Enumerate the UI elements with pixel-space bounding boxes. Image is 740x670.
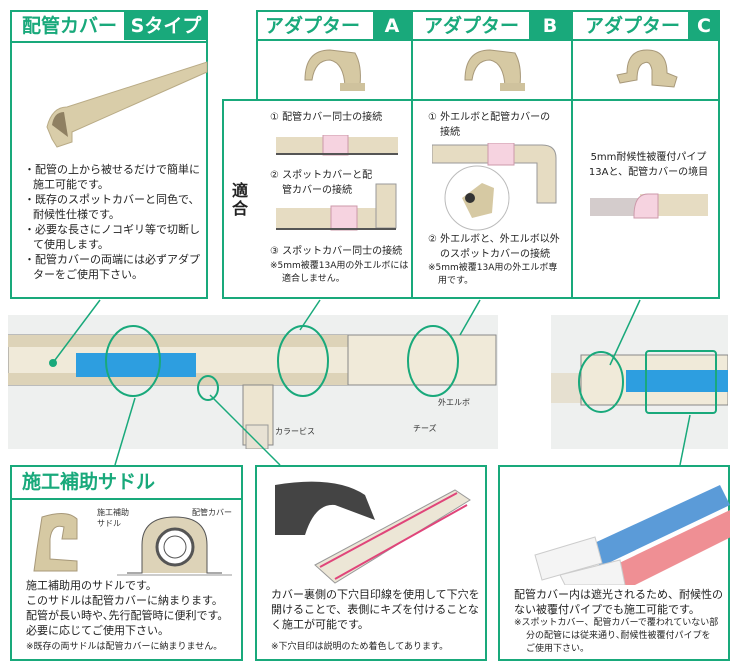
- saddle-cross-section: [117, 516, 232, 576]
- saddle-panel: 施工補助サドル 施工補助サドル 配管カバー 施工補助用のサドルです。 このサドル…: [10, 465, 243, 661]
- cover-callout: 配管カバー: [192, 508, 232, 517]
- bullet: ・配管カバーの両端には必ずアダプターをご使用下さい。: [24, 253, 200, 281]
- adapter-a-item-3: ③ スポットカバー同士の接続: [270, 246, 403, 257]
- saddle-line: 施工補助用のサドルです。: [26, 579, 157, 592]
- adapter-b-tag: B: [529, 12, 571, 40]
- adapter-b-image: [464, 49, 525, 91]
- saddle-description: 施工補助用のサドルです。 このサドルは配管カバーに納まります。 配管が長い時や､…: [26, 578, 241, 638]
- s-type-bullets: ・配管の上から被せるだけで簡単に施工可能です。 ・既存のスポットカバーと同色で、…: [24, 162, 204, 282]
- saddle-note: ※既存の両サドルは配管カバーに納まりません。: [26, 642, 223, 652]
- adapter-a-image: [304, 49, 365, 91]
- bullet: ・既存のスポットカバーと同色で、耐候性仕様です。: [24, 193, 200, 221]
- saddle-line: 必要に応じてご使用下さい。: [26, 624, 169, 637]
- adapter-a-note: ※5mm被覆13A用の外エルボには適合しません。: [270, 261, 409, 284]
- drill-note: ※下穴目印は説明のため着色してあります。: [271, 642, 449, 652]
- saddle-image: [33, 513, 78, 572]
- adapter-a-item-2: ② スポットカバーと配管カバーの接続: [270, 170, 373, 196]
- pipe-note: ※スポットカバー、配管カバーで覆われていない部分の配管には従来通り､耐候性被覆付…: [514, 618, 719, 654]
- adapter-a-item-1: ① 配管カバー同士の接続: [270, 112, 383, 123]
- saddle-line: 配管が長い時や､先行配管時に便利です。: [26, 609, 229, 622]
- adapter-c-title: アダプター: [585, 15, 681, 37]
- tee-label: チーズ: [413, 424, 437, 433]
- drill-image: [275, 481, 471, 584]
- fit-column: [222, 99, 259, 299]
- pipe-cover-image: [46, 61, 208, 148]
- adapter-b-item-1: ① 外エルボと配管カバーの接続: [428, 112, 551, 138]
- adapter-c-tag: C: [688, 12, 720, 40]
- adapter-c-item-1: 5mm耐候性被覆付パイプ13Aと、配管カバーの境目: [588, 152, 709, 178]
- pipe-description: 配管カバー内は遮光されるため、耐候性のない被覆付パイプでも施工可能です。: [514, 588, 723, 616]
- s-type-title: 配管カバー: [22, 15, 118, 37]
- bullet: ・必要な長さにノコギリ等で切断して使用します。: [24, 223, 200, 251]
- saddle-callout: 施工補助サドル: [97, 508, 129, 528]
- adapter-b-note: ※5mm被覆13A用の外エルボ専用です。: [428, 263, 558, 286]
- coated-pipe-image: [534, 485, 730, 585]
- s-type-tag: Sタイプ: [124, 12, 208, 40]
- outer-elbow-label: 外エルボ: [438, 398, 470, 407]
- s-type-panel: 配管カバー Sタイプ ・配管の上から被せるだけで簡単に施工可能です。 ・既存のス…: [10, 10, 208, 299]
- fit-label: 適合: [232, 181, 249, 218]
- pipe-panel: 配管カバー内は遮光されるため、耐候性のない被覆付パイプでも施工可能です。 ※スポ…: [498, 465, 730, 661]
- saddle-title: 施工補助サドル: [22, 471, 156, 493]
- adapter-c-diagram: [590, 193, 708, 219]
- adapter-a-diagram-1: [276, 135, 398, 156]
- saddle-line: このサドルは配管カバーに納まります。: [26, 594, 223, 607]
- adapter-b-title: アダプター: [424, 15, 520, 37]
- bullet: ・配管の上から被せるだけで簡単に施工可能です。: [24, 163, 200, 191]
- adapter-b-item-2: ② 外エルボと、外エルボ以外のスポットカバーの接続: [428, 234, 560, 260]
- adapter-a-diagram-2: [276, 183, 397, 231]
- adapter-a-title: アダプター: [265, 15, 361, 37]
- drill-description: カバー裏側の下穴目印線を使用して下穴を開けることで、表側にキズを付けることなく施…: [271, 588, 480, 631]
- adapter-a-tag: A: [373, 12, 411, 40]
- drill-panel: カバー裏側の下穴目印線を使用して下穴を開けることで、表側にキズを付けることなく施…: [255, 465, 487, 661]
- adapter-c-image: [616, 49, 678, 88]
- adapter-c-diagram-detail: [551, 315, 729, 449]
- installation-diagram: カラービス チーズ 外エルボ: [7, 315, 498, 450]
- adapter-b-diagram: [432, 143, 557, 231]
- collar-screw-label: カラービス: [275, 427, 315, 436]
